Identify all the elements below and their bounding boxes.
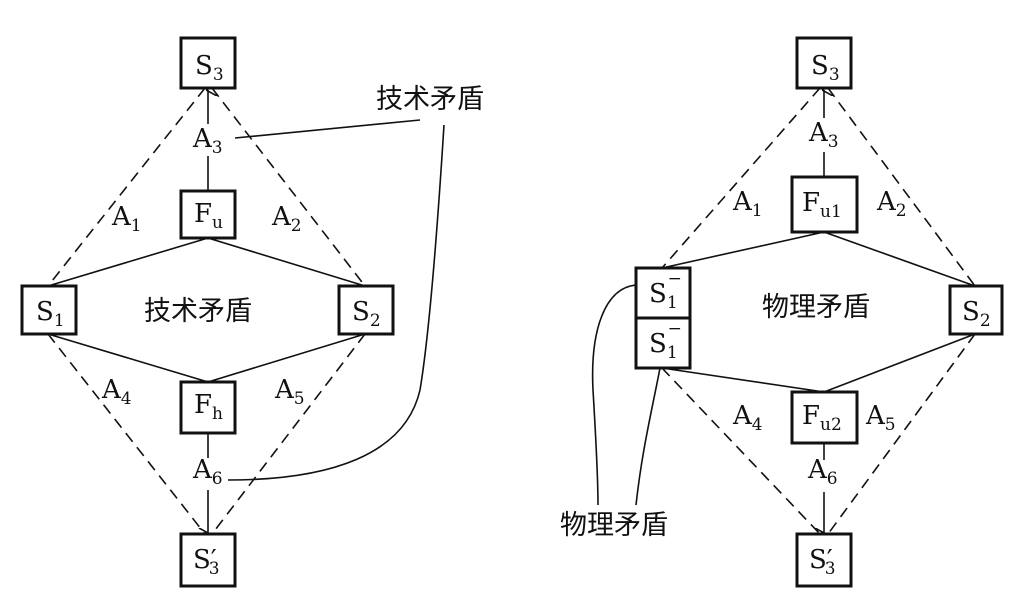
right-label-a2: A2: [876, 187, 907, 221]
left-edge-s1-fh: [47, 333, 209, 383]
right-edge-fu1-s2: [823, 231, 976, 287]
right-s3-label: S3: [811, 51, 840, 85]
left-fh-box: [179, 380, 237, 435]
right-edge-s3-s2: [827, 87, 976, 287]
left-s3prime-box: [179, 532, 237, 588]
left-fh-label: Fh: [194, 390, 223, 424]
right-s1-upper-label: S1−: [649, 269, 682, 313]
right-s2-box: [948, 284, 1004, 336]
right-fu2-box: [790, 390, 859, 445]
left-edge-s3-s2: [211, 87, 366, 287]
right-edge-s2-s3prime: [827, 333, 976, 535]
left-callout-label: 技术矛盾: [376, 84, 484, 115]
right-callout-label: 物理矛盾: [560, 510, 668, 541]
left-fu-label: Fu: [194, 199, 223, 233]
left-callout-line-a3: [234, 119, 421, 139]
right-label-a6: A6: [807, 455, 838, 489]
right-center-label: 物理矛盾: [762, 292, 870, 323]
right-callout-line-upper: [591, 284, 637, 506]
right-s1-upper-box: [634, 266, 692, 320]
right-callout-line-lower: [635, 367, 661, 506]
left-s3-box: [179, 36, 237, 90]
left-edge-s2-s3prime: [211, 333, 366, 535]
physical-contradiction-diagram: S3 Fu1 S1− S1− S2 Fu2 S′3 A3 A1 A2 A4 A5…: [560, 36, 1004, 588]
right-s3prime-box: [795, 532, 853, 588]
left-label-a5: A5: [274, 375, 305, 409]
left-s3-label: S3: [195, 51, 224, 85]
left-edge-fu-s1: [47, 237, 209, 287]
left-callout-line-a6: [227, 124, 445, 481]
right-edge-s1-s3prime: [661, 367, 821, 535]
right-edge-s1-fu2: [661, 367, 825, 393]
right-s3-box: [795, 36, 853, 90]
right-s2-label: S2: [962, 297, 991, 331]
left-label-a1: A1: [111, 202, 142, 236]
technical-contradiction-diagram: S3 Fu S1 S2 Fh S′3 A3 A1 A2 A4 A5 A6 技术矛…: [20, 36, 484, 588]
left-edge-s1-s3prime: [47, 333, 206, 535]
left-fu-box: [179, 189, 237, 240]
right-label-a5: A5: [865, 401, 896, 435]
left-s1-box: [20, 284, 78, 336]
left-label-a3: A3: [192, 124, 223, 158]
left-edge-s2-fh: [207, 333, 366, 383]
right-fu2-label: Fu2: [802, 401, 842, 435]
left-s3prime-label: S′3: [193, 545, 220, 579]
right-s3prime-label: S′3: [809, 545, 836, 579]
left-s1-label: S1: [36, 297, 65, 331]
right-s1-lower-box: [634, 316, 692, 370]
right-edge-fu1-s1: [661, 231, 825, 269]
right-label-a3: A3: [808, 118, 839, 152]
right-edge-s3-s1: [661, 87, 821, 269]
left-label-a6: A6: [192, 455, 223, 489]
right-fu1-box: [790, 175, 859, 234]
left-edge-s3-s1: [47, 87, 206, 287]
left-label-a2: A2: [271, 202, 302, 236]
right-edge-s2-fu2: [823, 333, 976, 393]
left-label-a4: A4: [101, 375, 132, 409]
left-s2-label: S2: [352, 297, 381, 331]
right-fu1-label: Fu1: [802, 188, 842, 222]
left-s2-box: [337, 284, 395, 336]
right-s1-lower-label: S1−: [649, 319, 682, 363]
left-center-label: 技术矛盾: [144, 296, 252, 327]
right-label-a1: A1: [732, 187, 763, 221]
right-label-a4: A4: [732, 401, 763, 435]
left-edge-fu-s2: [207, 237, 366, 287]
